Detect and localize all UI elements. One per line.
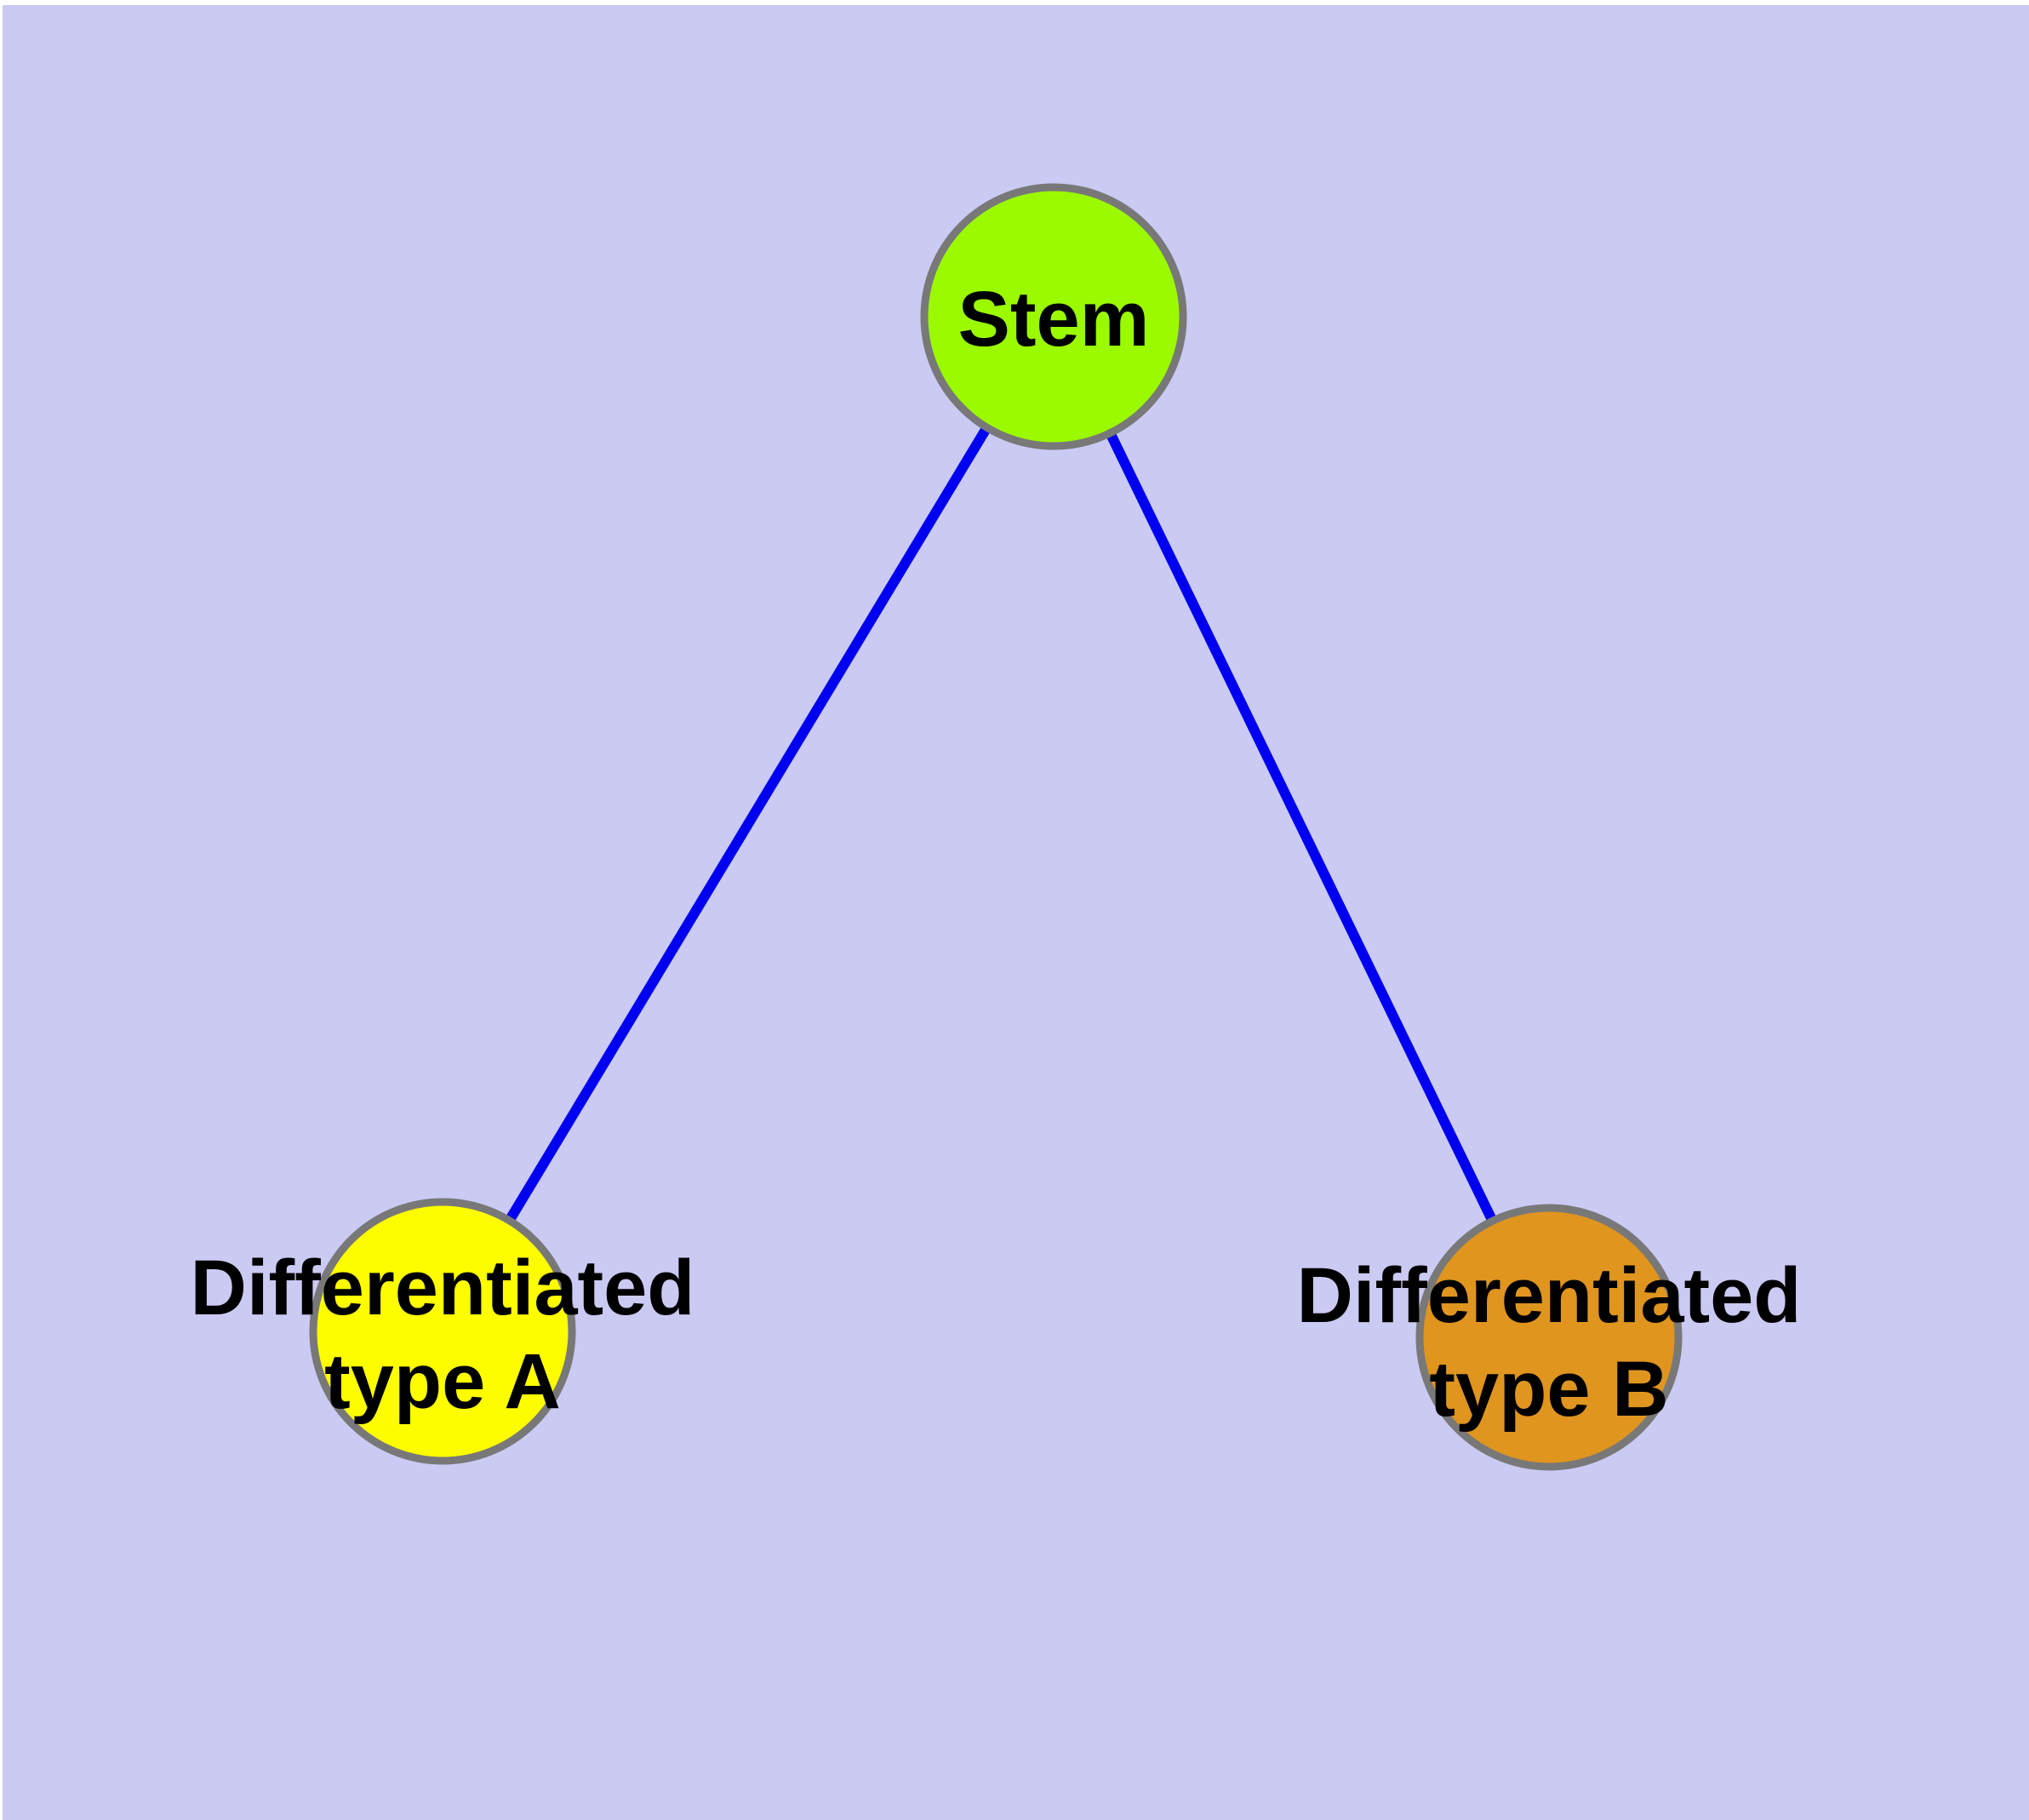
node-type-a-label-line2: type A: [324, 1338, 561, 1425]
node-stem-label: Stem: [957, 276, 1150, 363]
node-type-b-label-line1: Differentiated: [1296, 1252, 1802, 1339]
node-type-a-circle: [309, 1198, 576, 1465]
node-type-a-label: Differentiated type A: [191, 1241, 695, 1428]
edge-stem-to-type-a: [437, 313, 1059, 1335]
node-type-a-label-line1: Differentiated: [190, 1245, 695, 1331]
node-stem-circle: [920, 183, 1187, 450]
node-type-b-label: Differentiated type B: [1297, 1249, 1802, 1436]
edge-stem-to-type-b: [1049, 314, 1554, 1340]
node-type-b-circle: [1415, 1204, 1683, 1471]
node-type-b-label-line2: type B: [1429, 1346, 1669, 1433]
